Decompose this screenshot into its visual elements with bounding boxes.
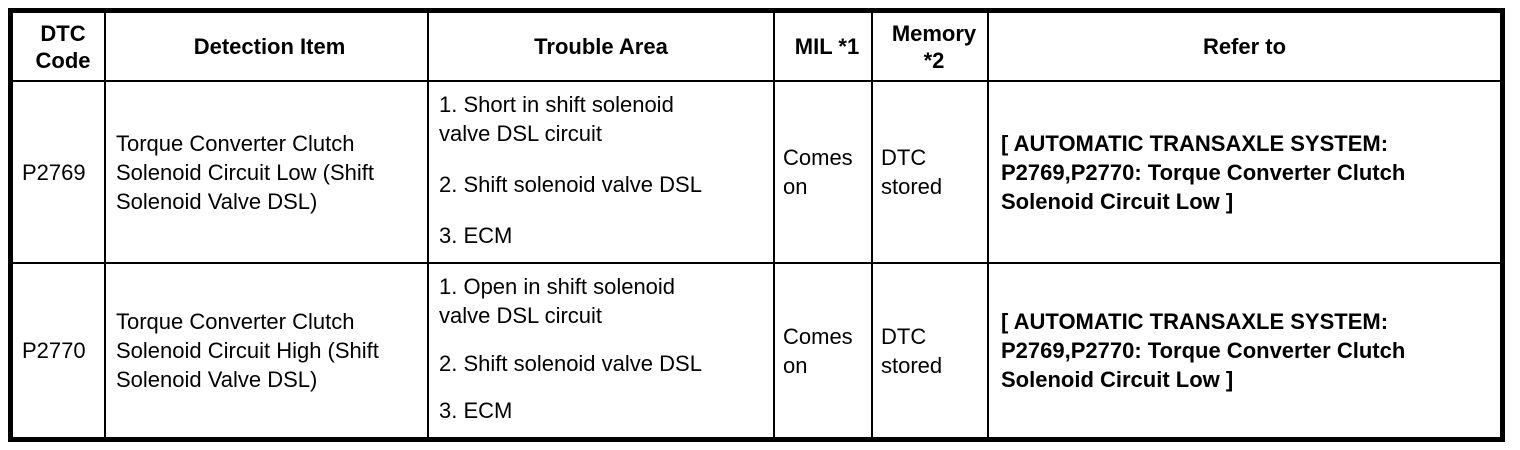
cell-dtc-code: P2770 <box>13 264 106 437</box>
trouble-area-item: 3. ECM <box>439 223 513 248</box>
cell-trouble-area: 1. Open in shift solenoid valve DSL circ… <box>429 264 775 437</box>
cell-mil-status: Comes on <box>775 264 873 437</box>
dtc-table: DTC Code Detection Item Trouble Area MIL… <box>8 8 1505 442</box>
trouble-area-item: 1. Short in shift solenoid valve DSL cir… <box>439 92 674 146</box>
header-memory: Memory *2 <box>873 13 989 82</box>
header-dtc-code: DTC Code <box>13 13 106 82</box>
header-trouble-area: Trouble Area <box>429 13 775 82</box>
cell-memory-status: DTC stored <box>873 264 989 437</box>
cell-trouble-area: 1. Short in shift solenoid valve DSL cir… <box>429 82 775 264</box>
cell-mil-status: Comes on <box>775 82 873 264</box>
header-refer-to: Refer to <box>989 13 1500 82</box>
cell-detection-item: Torque Converter Clutch Solenoid Circuit… <box>106 264 429 437</box>
cell-refer-to: [ AUTOMATIC TRANSAXLE SYSTEM: P2769,P277… <box>989 82 1500 264</box>
cell-dtc-code: P2769 <box>13 82 106 264</box>
header-mil: MIL *1 <box>775 13 873 82</box>
trouble-area-item: 1. Open in shift solenoid valve DSL circ… <box>439 274 676 328</box>
cell-memory-status: DTC stored <box>873 82 989 264</box>
trouble-area-item: 3. ECM <box>439 398 513 423</box>
trouble-area-item: 2. Shift solenoid valve DSL <box>439 172 702 197</box>
cell-refer-to: [ AUTOMATIC TRANSAXLE SYSTEM: P2769,P277… <box>1001 309 1406 392</box>
header-detection-item: Detection Item <box>106 13 429 82</box>
trouble-area-item: 2. Shift solenoid valve DSL <box>439 350 702 376</box>
cell-detection-item: Torque Converter Clutch Solenoid Circuit… <box>106 82 429 264</box>
